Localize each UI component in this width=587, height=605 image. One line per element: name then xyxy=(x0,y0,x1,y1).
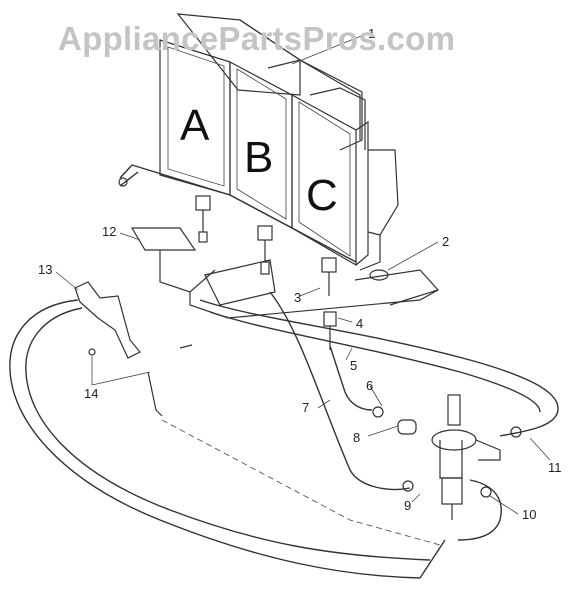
callout-12: 12 xyxy=(102,224,116,239)
callout-2: 2 xyxy=(442,234,449,249)
leader-lines xyxy=(55,33,551,515)
mounting-bracket xyxy=(130,227,440,319)
callout-10: 10 xyxy=(522,507,536,522)
callout-11: 11 xyxy=(548,460,562,475)
callout-3: 3 xyxy=(294,290,301,305)
orifice-fittings xyxy=(195,195,337,350)
manifold-tube xyxy=(118,164,357,263)
callout-numbers: 1 2 3 4 5 6 7 8 9 10 11 12 13 14 xyxy=(38,26,562,522)
callout-7: 7 xyxy=(302,400,309,415)
panel-label-a: A xyxy=(180,101,210,150)
gas-valve xyxy=(372,394,522,520)
callout-5: 5 xyxy=(350,358,357,373)
callout-4: 4 xyxy=(356,316,363,331)
callout-9: 9 xyxy=(404,498,411,513)
callout-13: 13 xyxy=(38,262,52,277)
callout-8: 8 xyxy=(353,430,360,445)
thermocouple-assembly xyxy=(74,281,193,417)
panel-label-c: C xyxy=(306,171,338,220)
gas-tubing xyxy=(9,291,559,579)
watermark: AppliancePartsPros.com xyxy=(58,20,456,57)
callout-6: 6 xyxy=(366,378,373,393)
callout-1: 1 xyxy=(368,26,375,41)
callout-14: 14 xyxy=(84,386,98,401)
panel-label-b: B xyxy=(244,133,273,182)
